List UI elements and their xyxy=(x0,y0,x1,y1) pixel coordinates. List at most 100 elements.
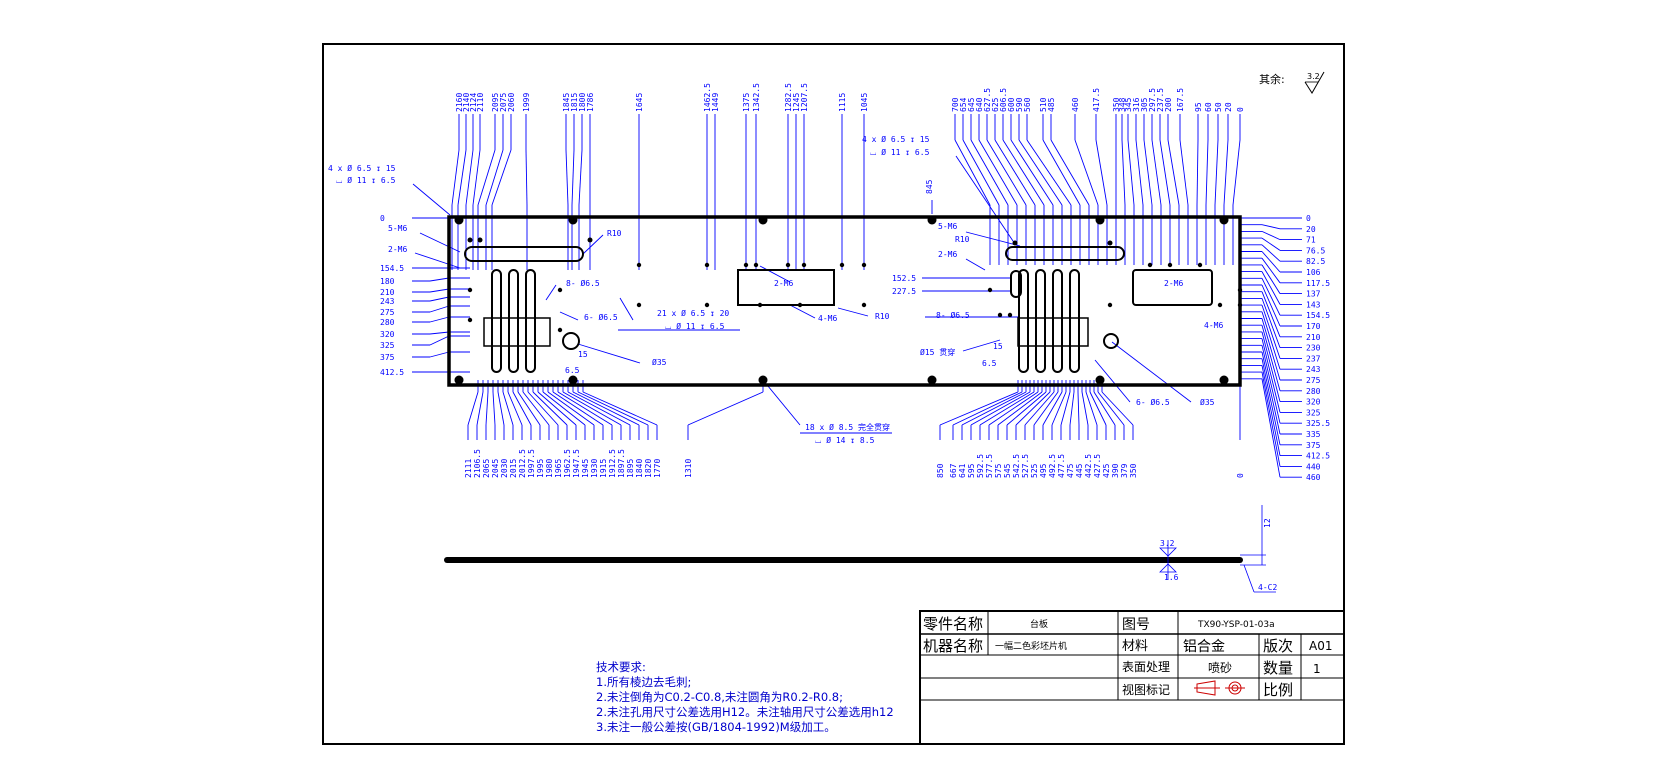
counterbore-hole-6_5 xyxy=(1237,302,1243,308)
right-dim-slant-1 xyxy=(1261,224,1281,230)
bottom-dim-right-1: 667 xyxy=(949,463,958,478)
top-dim-right-9: 560 xyxy=(1023,97,1032,112)
bottom-dim-right-15: 445 xyxy=(1075,463,1084,478)
right-dim-13: 237 xyxy=(1306,354,1321,363)
counterbore-hole-6_5 xyxy=(753,262,759,268)
top-dim-left-19: 1207.5 xyxy=(800,83,809,112)
dim65-right: 6.5 xyxy=(982,359,997,368)
top-dim-right-slant-2 xyxy=(970,139,1009,206)
roughness-note-value: 3.2 xyxy=(1307,72,1320,81)
bottom-dim-left-slant-15 xyxy=(552,391,604,426)
top-dim-left-20: 1115 xyxy=(838,93,847,112)
m6-5-right-leader xyxy=(965,231,1021,247)
top-dim-left-16: 1342.5 xyxy=(752,83,761,112)
bottom-dim-left-1: 2106.5 xyxy=(473,449,482,478)
side-view: 12 4-C2 3.2 1.6 xyxy=(444,505,1277,593)
counterbore-hole-6_5 xyxy=(1107,302,1113,308)
pocket-2m6-right: 2-M6 xyxy=(1164,279,1183,288)
bottom-dim-right-slant-17 xyxy=(1085,391,1098,426)
top-dim-left-slant-2 xyxy=(465,149,474,206)
bottom-dim-right-8: 542.5 xyxy=(1012,454,1021,478)
d15-through-leader xyxy=(962,339,1001,352)
through-hole-8_5 xyxy=(927,215,937,225)
requirements-title: 技术要求: xyxy=(596,660,646,674)
bottom-dim-left-14: 1930 xyxy=(590,459,599,478)
through-hole-8_5 xyxy=(927,375,937,385)
top-dim-right-25: 50 xyxy=(1214,102,1223,112)
d65-8-left-leader xyxy=(545,284,557,301)
top-dim-right-slant-11 xyxy=(1050,139,1090,206)
bottom-dim-right-21: 350 xyxy=(1129,463,1138,478)
version-value: A01 xyxy=(1309,639,1332,653)
roughness-note: 其余: 3.2 xyxy=(1259,71,1325,94)
bottom-dim-left-slant-6 xyxy=(507,391,523,426)
bottom-dim-right-slant-6 xyxy=(997,391,1043,426)
top-dim-right-19: 297.5 xyxy=(1148,88,1157,112)
right-dim-slant-7 xyxy=(1261,264,1281,294)
top-dim-right-27: 0 xyxy=(1236,107,1245,112)
top-dim-right-10: 510 xyxy=(1039,97,1048,112)
bottom-dim-left-10: 1965 xyxy=(554,459,563,478)
side-roughness-top: 3.2 xyxy=(1160,539,1175,548)
top-dim-left-8: 1845 xyxy=(562,93,571,112)
bottom-dim-left-3: 2045 xyxy=(491,459,500,478)
bottom-dim-left-19: 1840 xyxy=(635,459,644,478)
right-dim-10: 170 xyxy=(1306,322,1321,331)
d35-left-leader xyxy=(577,343,641,364)
right-dim-slant-2 xyxy=(1261,230,1281,241)
bottom-dim-right-11: 495 xyxy=(1039,463,1048,478)
bottom-dim-right-slant-9 xyxy=(1024,391,1055,426)
m6-2-right: 2-M6 xyxy=(938,250,957,259)
top-dim-left-10: 1800 xyxy=(578,93,587,112)
middle-pocket xyxy=(737,269,835,306)
top-dim-right-22: 167.5 xyxy=(1176,88,1185,112)
top-dim-right-17: 316 xyxy=(1132,97,1141,112)
top-dim-right-5: 625 xyxy=(991,97,1000,112)
counterbore-hole-6_5 xyxy=(704,262,710,268)
middle-left-dim-1: 227.5 xyxy=(892,287,916,296)
left-dim-slant-6 xyxy=(429,316,450,323)
counterbore-hole-6_5 xyxy=(557,287,563,293)
bottom-dim-left-20: 1820 xyxy=(644,459,653,478)
top-dim-right-slant-10 xyxy=(1042,139,1081,206)
top-dim-left-slant-4 xyxy=(477,149,496,206)
left-dim-slant-9 xyxy=(429,351,450,358)
right-dim-3: 76.5 xyxy=(1306,246,1325,255)
bottom-dim-left-slant-18 xyxy=(567,391,631,426)
requirement-2: 2.未注倒角为C0.2-C0.8,未注圆角为R0.2-R0.8; xyxy=(596,690,843,704)
right-dim-slant-17 xyxy=(1261,331,1281,402)
right-dim-9: 154.5 xyxy=(1306,311,1330,320)
material-value: 铝合金 xyxy=(1183,639,1225,655)
counterbore-hole-6_5 xyxy=(1167,262,1173,268)
bottom-dim-left-slant-9 xyxy=(522,391,550,426)
requirement-3: 2.未注孔用尺寸公差选用H12。未注轴用尺寸公差选用h12 xyxy=(596,705,894,719)
right-dim-8: 143 xyxy=(1306,300,1321,309)
d15-through: Ø15 贯穿 xyxy=(920,347,955,357)
bottom-dim-left-12: 1947.5 xyxy=(572,449,581,478)
holes18-a: 18 x Ø 8.5 完全贯穿 xyxy=(805,422,890,432)
top-dim-right-21: 200 xyxy=(1164,97,1173,112)
counterbore-hole-6_5 xyxy=(467,287,473,293)
left-dim-slant-2 xyxy=(429,277,450,282)
top-dim-right-7: 600 xyxy=(1007,97,1016,112)
qty-value: 1 xyxy=(1313,662,1321,676)
bottom-dim-left-18: 1895 xyxy=(626,459,635,478)
left-dim-slant-3 xyxy=(429,288,450,293)
top-dim-left-slant-1 xyxy=(457,149,467,206)
bottom-dim-right-20: 379 xyxy=(1120,463,1129,478)
through-hole-8_5 xyxy=(568,215,578,225)
requirement-4: 3.未注一般公差按(GB/1804-1992)M级加工。 xyxy=(596,720,836,734)
left-dim-6: 280 xyxy=(380,318,395,327)
right-dim-16: 280 xyxy=(1306,387,1321,396)
m6-5-left: 5-M6 xyxy=(388,224,407,233)
bottom-dim-right-slant-8 xyxy=(1015,391,1051,426)
middle-left-dim-0: 152.5 xyxy=(892,274,916,283)
top-dim-right-2: 645 xyxy=(967,97,976,112)
bottom-dim-left-slant-20 xyxy=(577,391,649,426)
top-dim-right-15: 348 xyxy=(1118,97,1127,112)
top-dim-left-slant-0 xyxy=(451,149,460,206)
bottom-dim-left-7: 1997.5 xyxy=(527,449,536,478)
top-dim-right-26: 20 xyxy=(1224,102,1233,112)
right-dim-14: 243 xyxy=(1306,365,1321,374)
right-dim-slant-5 xyxy=(1261,251,1281,273)
